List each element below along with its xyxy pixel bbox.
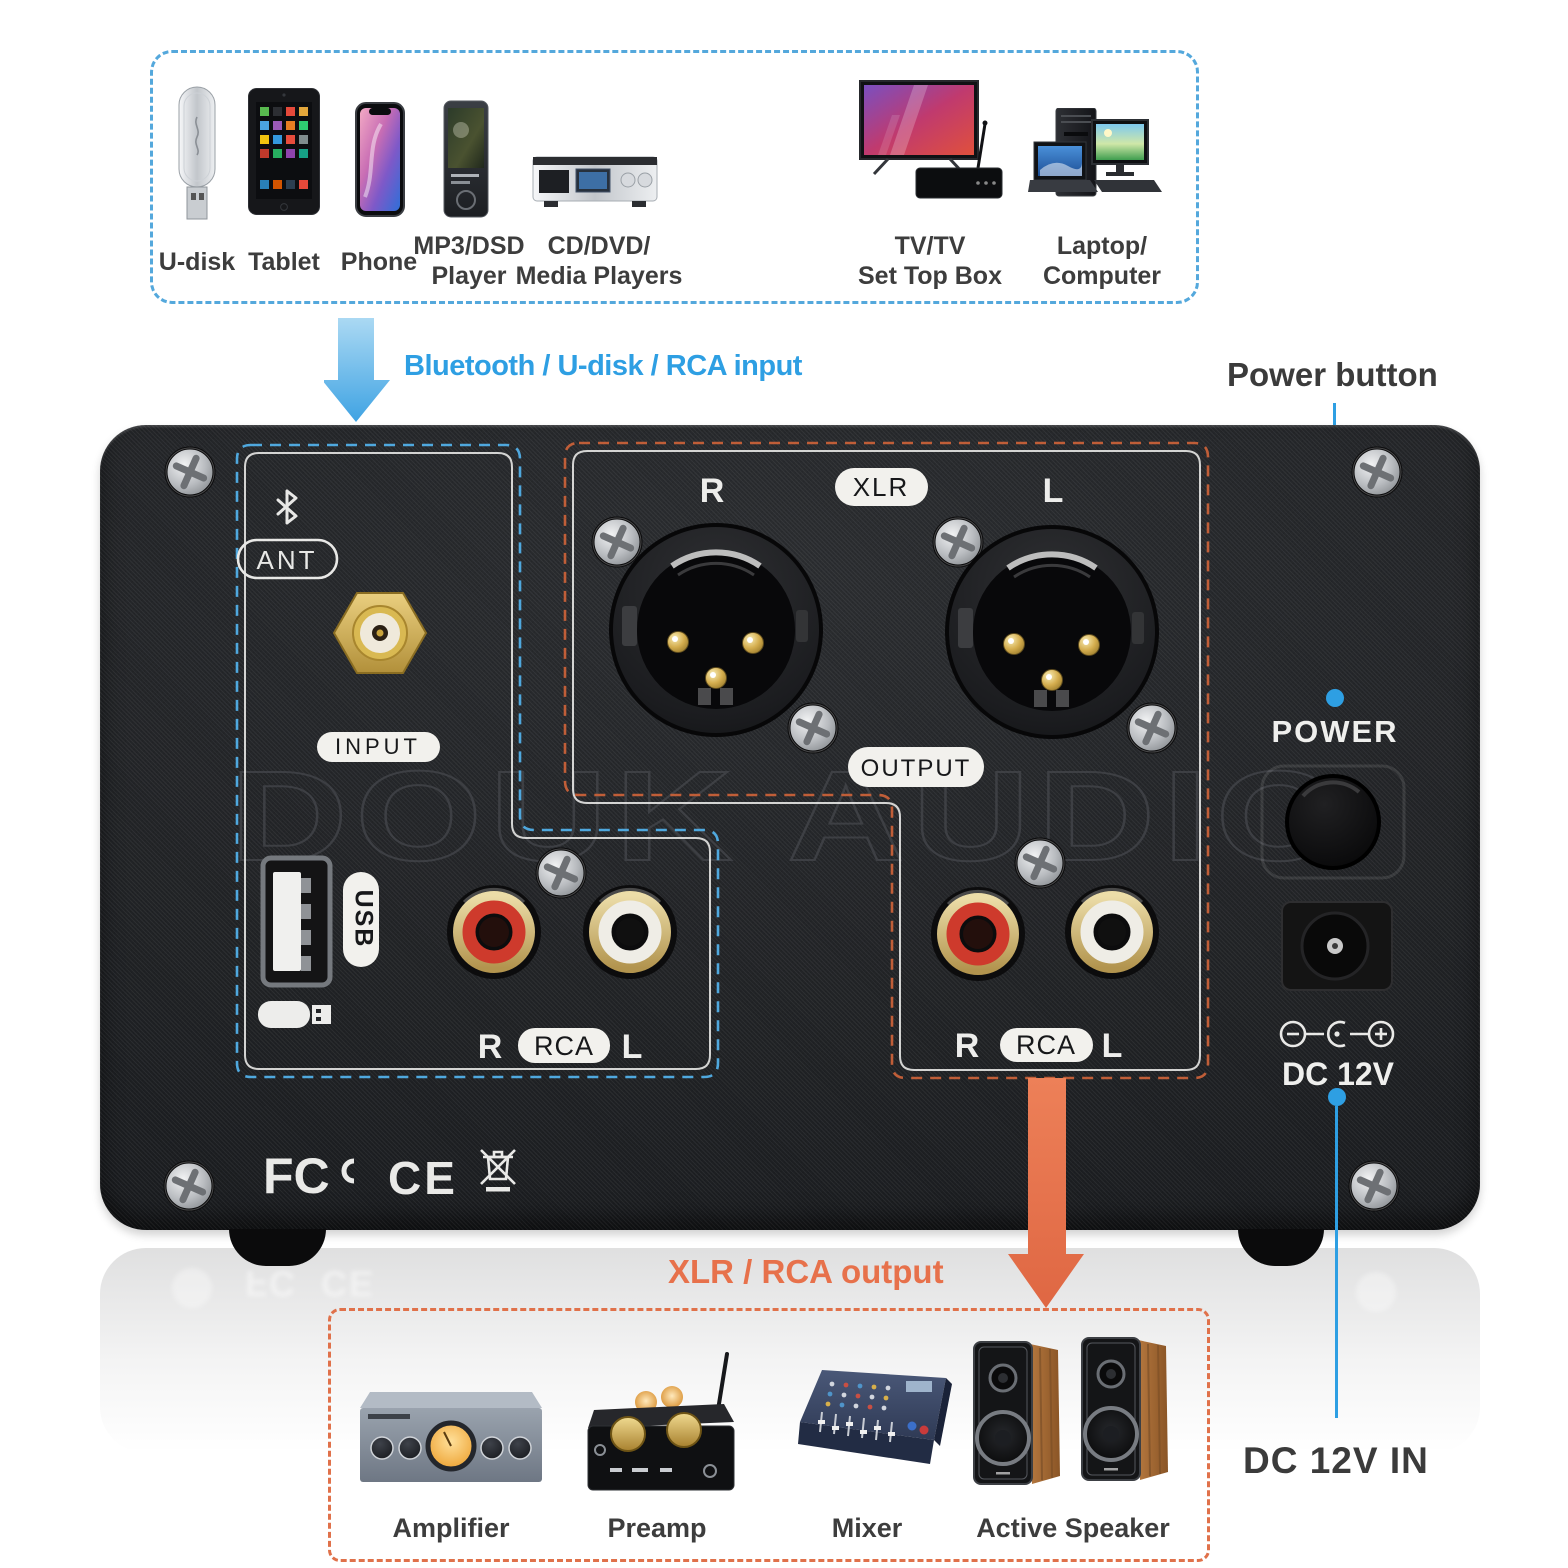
device-cd-label: CD/DVD/ (547, 232, 651, 260)
rca-output-right-jack (931, 887, 1025, 981)
ce-logo: CE (388, 1152, 458, 1204)
input-group-outline (244, 452, 711, 1070)
rca-output-l-label: L (1102, 1027, 1123, 1065)
ant-pill (236, 538, 339, 580)
input-group-dashed-box (235, 443, 720, 1079)
rca-screw-icon (537, 849, 585, 897)
reflection-screw-ghost (172, 1268, 212, 1308)
corner-screw-icon (165, 1162, 213, 1210)
output-arrow-icon (1008, 1078, 1084, 1308)
output-label: OUTPUT (861, 755, 972, 782)
dc-12v-label: DC 12V (1282, 1056, 1395, 1092)
device-computer-label-2: Computer (1042, 262, 1162, 290)
ant-label: ANT (257, 545, 318, 575)
rca-input-label: RCA (534, 1031, 594, 1061)
reflection-certs-ghost: FC CE (245, 1263, 376, 1304)
cd-dvd-player-icon (532, 156, 658, 207)
amplifier-icon (360, 1392, 542, 1482)
xlr-screw-icon (593, 518, 641, 566)
device-computer-label: Laptop/ (1056, 232, 1148, 260)
svg-text:CE: CE (388, 1152, 458, 1204)
input-sources-box (150, 50, 1199, 304)
rca-input-left-jack (583, 885, 677, 979)
preamp-icon (587, 1352, 735, 1491)
rca-input-r-label: R (478, 1028, 503, 1066)
xlr-screw-icon (789, 704, 837, 752)
output-pill (848, 747, 984, 787)
tablet-icon (248, 88, 320, 215)
dc-polarity-icon (1279, 1020, 1395, 1048)
device-phone-label: Phone (340, 248, 418, 276)
tv-set-top-box-icon (859, 80, 1003, 199)
output-group-outline (572, 450, 1201, 1071)
input-callout: Bluetooth / U-disk / RCA input (404, 350, 802, 382)
mp3-player-icon (443, 100, 489, 218)
device-tablet-label: Tablet (248, 248, 320, 276)
device-active-speaker-label: Active Speaker (976, 1513, 1170, 1543)
mixer-icon (798, 1370, 952, 1464)
power-button-callout: Power button (1227, 356, 1438, 393)
power-button-recess (1260, 764, 1406, 880)
device-preamp-label: Preamp (607, 1513, 707, 1543)
dc-in-callout: DC 12V IN (1243, 1440, 1429, 1481)
rca-output-label: RCA (1016, 1030, 1076, 1060)
dc-jack (1281, 901, 1393, 991)
corner-screw-icon (166, 448, 214, 496)
xlr-l-label: L (1043, 472, 1064, 510)
xlr-output-left-connector (945, 525, 1159, 739)
device-tv-label: TV/TV (894, 232, 966, 260)
device-mp3-label: MP3/DSD (413, 232, 525, 260)
xlr-r-label: R (700, 472, 725, 510)
input-label: INPUT (335, 734, 421, 759)
usb-pill (343, 872, 379, 967)
xlr-screw-icon (1128, 704, 1176, 752)
douk-audio-watermark: DOUK AUDIO (230, 745, 1350, 888)
power-button (1285, 774, 1381, 870)
rca-screw-icon (1016, 839, 1064, 887)
bluetooth-icon (276, 489, 298, 525)
weee-icon (480, 1149, 516, 1192)
rca-input-right-jack (447, 885, 541, 979)
u-disk-icon (178, 86, 216, 220)
device-u-disk-label: U-disk (158, 248, 236, 276)
device-cd-label-2: Media Players (515, 262, 683, 290)
power-label: POWER (1271, 714, 1398, 749)
sma-antenna-connector (332, 592, 428, 674)
output-callout: XLR / RCA output (668, 1253, 944, 1290)
xlr-label: XLR (853, 472, 910, 502)
corner-screw-icon (1350, 1162, 1398, 1210)
active-speaker-icon (972, 1336, 1170, 1486)
phone-icon (355, 102, 405, 217)
rca-input-l-label: L (622, 1028, 643, 1066)
svg-text:FC: FC (263, 1148, 330, 1204)
rca-input-pill (518, 1028, 610, 1063)
xlr-pill (835, 468, 928, 506)
output-group-dashed-box (563, 441, 1210, 1080)
laptop-computer-icon (1028, 108, 1162, 197)
usb-label: USB (349, 890, 377, 949)
rear-panel: DOUK AUDIO ANT (100, 425, 1480, 1230)
device-mp3-label-2: Player (431, 262, 507, 290)
input-arrow-icon (324, 318, 390, 422)
usb-port (260, 855, 333, 988)
input-pill (317, 732, 440, 762)
device-tv-label-2: Set Top Box (858, 262, 1002, 290)
reflection-screw-ghost (1356, 1272, 1396, 1312)
dc-callout-dot (1328, 1088, 1346, 1106)
rca-output-left-jack (1065, 885, 1159, 979)
rca-output-r-label: R (955, 1027, 980, 1065)
dc-callout-line (1335, 1106, 1338, 1418)
device-mixer-label: Mixer (831, 1513, 903, 1543)
xlr-output-right-connector (609, 523, 823, 737)
corner-screw-icon (1353, 448, 1401, 496)
fcc-logo: FC (263, 1148, 355, 1204)
device-amplifier-label: Amplifier (392, 1513, 510, 1543)
u-disk-silkscreen-icon (258, 1001, 331, 1028)
rear-panel-graphic: DOUK AUDIO ANT (100, 441, 1406, 1230)
power-callout-dot (1326, 689, 1344, 707)
output-devices-box (328, 1308, 1210, 1562)
rca-output-pill (1000, 1028, 1093, 1062)
